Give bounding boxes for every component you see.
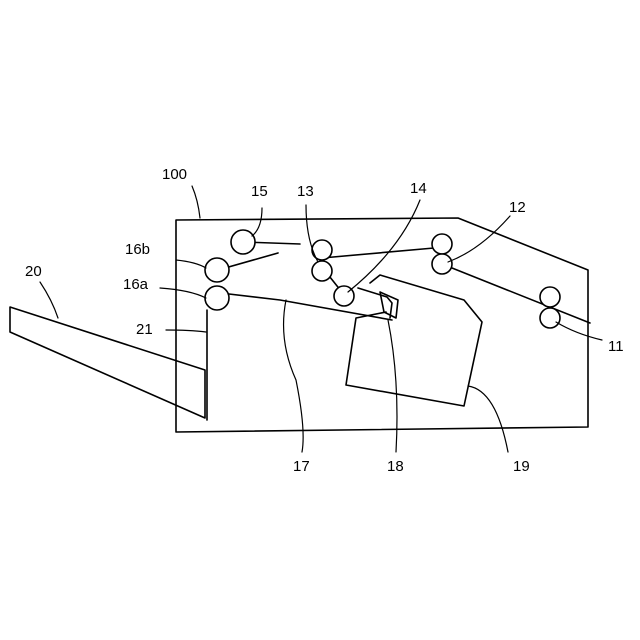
leader-100	[192, 186, 200, 218]
roller-15	[231, 230, 255, 254]
leader-20	[40, 282, 58, 318]
label-13: 13	[297, 183, 314, 200]
leader-19	[468, 386, 508, 452]
label-16b: 16b	[125, 241, 150, 258]
roller-13-lower	[312, 261, 332, 281]
feed-path-right	[442, 264, 590, 323]
label-11: 11	[608, 338, 624, 355]
label-100: 100	[162, 166, 187, 183]
unit-19-top	[346, 275, 482, 406]
leader-21	[166, 330, 206, 332]
leader-11	[556, 322, 602, 340]
leader-16b	[176, 260, 206, 268]
label-21: 21	[136, 321, 153, 338]
label-15: 15	[251, 183, 268, 200]
leader-16a	[160, 288, 206, 298]
feed-path-upper	[322, 248, 434, 258]
label-19: 19	[513, 458, 530, 475]
label-12: 12	[509, 199, 526, 216]
label-14: 14	[410, 180, 427, 197]
roller-16b	[205, 258, 229, 282]
roller-12-upper	[432, 234, 452, 254]
roller-11-lower	[540, 308, 560, 328]
label-17: 17	[293, 458, 310, 475]
leader-17	[284, 300, 304, 452]
leader-14	[348, 200, 420, 292]
roller-12-lower	[432, 254, 452, 274]
leader-15	[252, 208, 262, 236]
leader-12	[448, 216, 510, 262]
label-20: 20	[25, 263, 42, 280]
label-18: 18	[387, 458, 404, 475]
roller-16a	[205, 286, 229, 310]
roller-11-upper	[540, 287, 560, 307]
leader-18	[388, 320, 397, 452]
label-16a: 16a	[123, 276, 149, 293]
